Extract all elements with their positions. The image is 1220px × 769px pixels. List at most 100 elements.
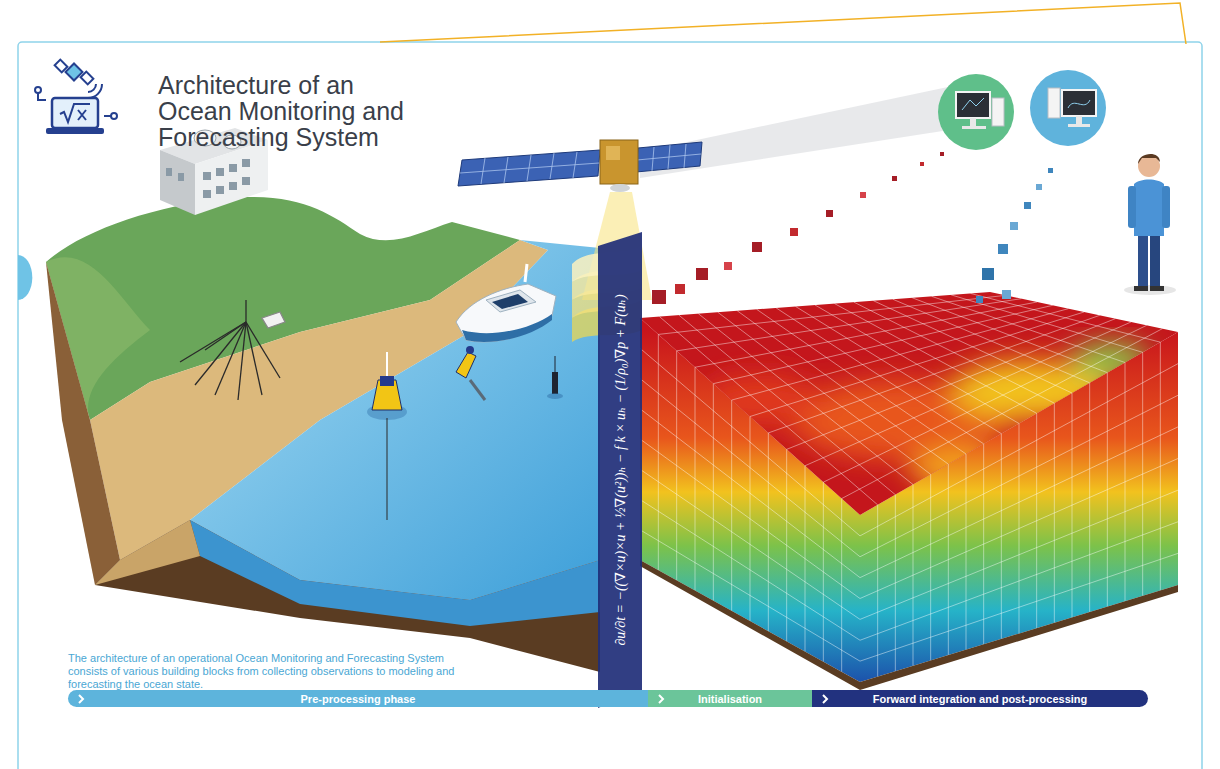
- station-building: [166, 168, 172, 176]
- boat: [456, 284, 556, 342]
- computers: [1048, 88, 1060, 118]
- data-squares: [675, 284, 685, 294]
- buoys: [547, 393, 563, 399]
- satellite: [458, 140, 702, 192]
- shore-array: [195, 322, 246, 385]
- frame: [18, 3, 1202, 769]
- station-building: [229, 182, 237, 190]
- model-grid-line: [640, 500, 860, 641]
- model-grid-line: [860, 459, 1178, 599]
- person: [1138, 232, 1148, 286]
- title-icon: [46, 128, 104, 134]
- satellite: [684, 144, 686, 168]
- computers: [1076, 116, 1082, 124]
- station-building: [242, 177, 250, 185]
- satellite: [460, 163, 599, 173]
- terrain: [46, 262, 120, 585]
- diagram-title: Architecture of an Ocean Monitoring and …: [158, 72, 420, 150]
- phase-band: Forward integration and post-processing: [812, 690, 1148, 707]
- buoys: [380, 376, 394, 386]
- computers: [938, 74, 1014, 150]
- data-squares: [982, 268, 994, 280]
- satellite: [600, 140, 638, 184]
- data-squares: [892, 176, 897, 181]
- model-grid-line: [640, 379, 860, 557]
- satellite: [606, 146, 620, 160]
- model-block: [640, 560, 1178, 690]
- person: [1150, 286, 1164, 291]
- data-squares: [1010, 222, 1018, 230]
- buoys: [367, 346, 563, 520]
- model-grid-line: [640, 348, 860, 536]
- boat: [492, 294, 528, 309]
- section-plane: [598, 232, 642, 708]
- model-grid-line: [787, 319, 1116, 450]
- title-icon: [55, 60, 68, 73]
- model-grid-line: [860, 522, 1178, 641]
- title-icon: [88, 84, 102, 98]
- title-icon: [78, 110, 86, 120]
- model-block: [700, 342, 1150, 492]
- shore-array: [245, 300, 246, 322]
- computers: [956, 92, 990, 118]
- title-icon: [38, 92, 112, 116]
- model-grid-line: [768, 315, 1099, 433]
- title-icon: [81, 72, 94, 85]
- chevron-icon: [659, 695, 663, 703]
- computers: [970, 118, 976, 126]
- shore-array: [180, 322, 246, 362]
- terrain: [46, 197, 600, 672]
- person: [1150, 232, 1160, 286]
- frame: [18, 255, 32, 300]
- data-squares: [940, 152, 944, 156]
- computers: [938, 70, 1106, 150]
- person: [1134, 286, 1148, 291]
- data-squares: [1002, 290, 1011, 299]
- station-building: [160, 150, 195, 215]
- chevron-icon: [76, 693, 86, 705]
- data-squares: [998, 244, 1008, 254]
- boat: [486, 290, 536, 312]
- terrain: [95, 520, 200, 585]
- data-squares: [1024, 202, 1031, 209]
- computers: [992, 98, 1004, 126]
- frame: [18, 42, 1202, 769]
- computers: [1068, 124, 1090, 127]
- station-building: [178, 173, 184, 181]
- model-grid-line: [713, 305, 1052, 383]
- model-block: [640, 292, 1178, 690]
- model-grid-line: [842, 329, 1163, 499]
- satellite: [458, 150, 600, 186]
- station-building: [242, 159, 250, 167]
- model-grid-line: [860, 553, 1178, 661]
- terrain: [95, 520, 600, 672]
- equation-label: ∂u/∂t = −((∇×u)×u + ½∇(u²))ₕ − f k × uₕ …: [612, 294, 629, 645]
- model-grid-line: [823, 325, 1146, 482]
- computers: [1030, 70, 1106, 146]
- satellite: [652, 147, 654, 171]
- shore-array: [246, 322, 280, 378]
- satellite: [610, 184, 630, 192]
- data-squares: [860, 192, 866, 198]
- data-squares: [1036, 184, 1042, 190]
- satellite: [637, 154, 701, 160]
- phase-band: Pre-processing phase: [68, 690, 648, 707]
- person: [1124, 154, 1176, 295]
- data-squares: [826, 210, 833, 217]
- buoys: [552, 372, 558, 394]
- title-icon: [35, 60, 117, 134]
- person: [1128, 186, 1136, 228]
- boat: [456, 264, 556, 342]
- chevron-icon: [820, 693, 830, 705]
- data-squares: [920, 162, 924, 166]
- title-icon: [111, 113, 117, 119]
- station-building: [166, 159, 250, 198]
- data-squares: [652, 290, 666, 304]
- phase-label: Pre-processing phase: [301, 693, 416, 705]
- model-grid-line: [640, 409, 860, 578]
- phase-band: Initialisation: [648, 690, 812, 707]
- data-squares: [1048, 168, 1053, 173]
- computers: [1062, 90, 1096, 116]
- phase-label: Forward integration and post-processing: [873, 693, 1088, 705]
